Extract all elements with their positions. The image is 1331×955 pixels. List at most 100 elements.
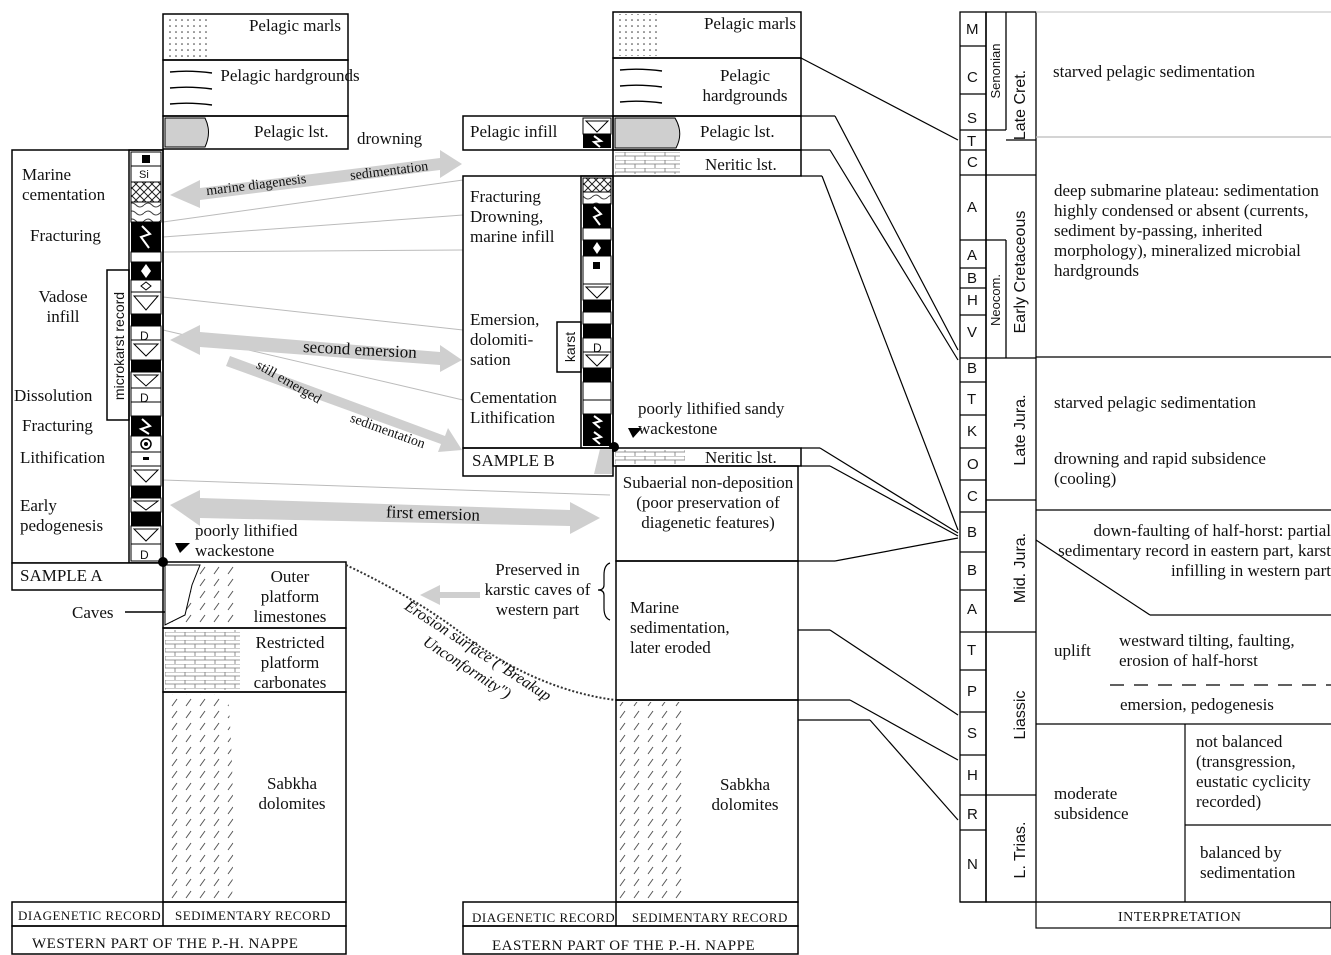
east-unit-pelagic-hardgrounds: Pelagic hardgrounds bbox=[702, 66, 788, 105]
west-diag-early-pedogenesis: Early pedogenesis bbox=[20, 496, 104, 535]
cave-fill bbox=[164, 564, 201, 626]
interp-not-balanced: not balanced (transgression, eustatic cy… bbox=[1196, 732, 1311, 811]
hardground-lines bbox=[169, 70, 213, 106]
stage-12: K bbox=[967, 423, 978, 440]
east-karst-label: karst bbox=[562, 331, 578, 363]
stage-19: P bbox=[967, 683, 978, 700]
east-d-label: D bbox=[593, 341, 602, 355]
interp-westward-tilting: westward tilting, faulting, erosion of h… bbox=[1119, 631, 1295, 670]
stage-5: A bbox=[967, 199, 978, 216]
east-diag-pelagic-infill: Pelagic infill bbox=[470, 122, 558, 141]
east-diagenetic-symbols bbox=[582, 117, 612, 446]
interp-uplift: uplift bbox=[1054, 641, 1091, 660]
east-unit-pelagic-marls: Pelagic marls bbox=[703, 14, 797, 33]
interp-emersion: emersion, pedogenesis bbox=[1120, 695, 1274, 714]
east-diag-emersion: Emersion, dolomiti-sation bbox=[470, 310, 540, 369]
west-unit-sabkha: Sabkha dolomites bbox=[258, 774, 326, 813]
east-unit-pelagic-lst: Pelagic lst. bbox=[700, 122, 775, 141]
erosion-line bbox=[345, 564, 616, 701]
interp-balanced: balanced by sedimentation bbox=[1200, 843, 1296, 882]
west-diag-fracturing-1: Fracturing bbox=[30, 226, 101, 245]
stage-10: B bbox=[967, 360, 978, 377]
epoch-neocom: Neocom. bbox=[988, 273, 1003, 327]
interp-starved-2: starved pelagic sedimentation bbox=[1054, 393, 1257, 412]
interp-starved-1: starved pelagic sedimentation bbox=[1053, 62, 1256, 81]
interp-drowning: drowning and rapid subsidence (cooling) bbox=[1054, 449, 1266, 488]
stage-6: A bbox=[967, 247, 978, 264]
pelagic-lst-fill-east bbox=[614, 117, 681, 149]
east-diag-cementation: Cementation Lithification bbox=[470, 388, 557, 427]
east-diag-fracturing-drowning: Fracturing Drowning, marine infill bbox=[470, 187, 555, 246]
west-d-label-1: D bbox=[140, 329, 149, 343]
stage-dividers bbox=[960, 45, 986, 831]
east-unit-subaerial: Subaerial non-deposition (poor preservat… bbox=[622, 473, 794, 532]
west-diagenetic-symbols bbox=[130, 151, 162, 562]
period-late-cret: Late Cret. bbox=[1012, 69, 1029, 141]
stage-21: H bbox=[967, 767, 978, 784]
west-unit-pelagic-hardgrounds: Pelagic hardgrounds bbox=[220, 66, 360, 85]
west-diag-fracturing-2: Fracturing bbox=[22, 416, 93, 435]
hardground-lines-east bbox=[619, 68, 663, 104]
west-caves-label: Caves bbox=[72, 603, 114, 622]
east-sample-label: SAMPLE B bbox=[472, 451, 555, 470]
east-sample-note: poorly lithified sandy wackestone bbox=[638, 399, 785, 438]
west-diag-lithification: Lithification bbox=[20, 448, 105, 467]
stage-23: N bbox=[967, 856, 978, 873]
stage-22: R bbox=[967, 806, 978, 823]
interp-footer: INTERPRETATION bbox=[1118, 910, 1242, 925]
west-diagenetic-record-header: DIAGENETIC RECORD bbox=[18, 908, 162, 923]
pattern-dots-east bbox=[615, 14, 660, 56]
stage-4: C bbox=[967, 154, 978, 171]
stage-15: B bbox=[967, 524, 978, 541]
east-sedimentary-record-header: SEDIMENTARY RECORD bbox=[632, 910, 788, 925]
interp-down-faulting: down-faulting of half-horst: partial sed… bbox=[1058, 521, 1331, 580]
stage-18: T bbox=[967, 642, 977, 659]
brace bbox=[597, 562, 611, 621]
interp-moderate-subsidence: moderate subsidence bbox=[1054, 784, 1129, 823]
sample-a-marker bbox=[11, 543, 190, 591]
sample-b-marker bbox=[594, 428, 642, 474]
period-mid-jura: Mid. Jura. bbox=[1012, 532, 1029, 604]
neritic-fill-lower bbox=[615, 450, 685, 464]
west-diag-marine-cementation: Marine cementation bbox=[22, 165, 106, 204]
west-microkarst-label: microkarst record bbox=[111, 291, 127, 401]
stage-20: S bbox=[967, 725, 978, 742]
west-d-label-2: D bbox=[140, 391, 149, 405]
period-early-cretaceous: Early Cretaceous bbox=[1012, 210, 1029, 334]
stage-1: C bbox=[967, 69, 978, 86]
period-late-jura: Late Jura. bbox=[1012, 394, 1029, 466]
restricted-fill bbox=[165, 630, 240, 690]
east-preserved-note: Preserved in karstic caves of western pa… bbox=[484, 560, 591, 619]
period-l-trias: L. Trias. bbox=[1012, 821, 1029, 879]
west-unit-outer-platform: Outer platform limestones bbox=[253, 567, 327, 626]
east-unit-neritic-lst-lower: Neritic lst. bbox=[705, 448, 777, 467]
west-unit-pelagic-marls: Pelagic marls bbox=[248, 16, 342, 35]
stage-7: B bbox=[967, 270, 978, 287]
epoch-senonian: Senonian bbox=[988, 43, 1003, 99]
east-unit-marine-sedimentation: Marine sedimentation, later eroded bbox=[630, 598, 730, 657]
stage-3: T bbox=[967, 133, 977, 150]
east-diagenetic-record-header: DIAGENETIC RECORD bbox=[472, 910, 616, 925]
interp-deep-plateau: deep submarine plateau: sedimentation hi… bbox=[1054, 181, 1319, 280]
correlation-lines bbox=[798, 57, 959, 821]
arrow-label-drowning: drowning bbox=[357, 129, 423, 148]
east-unit-sabkha: Sabkha dolomites bbox=[711, 775, 779, 814]
pattern-dots bbox=[165, 16, 210, 58]
west-si-label: Si bbox=[139, 169, 149, 181]
west-unit-pelagic-lst: Pelagic lst. bbox=[254, 122, 329, 141]
west-sample-note: poorly lithified wackestone bbox=[195, 521, 298, 560]
pelagic-lst-fill bbox=[164, 117, 209, 148]
west-diag-dissolution: Dissolution bbox=[14, 386, 93, 405]
stage-13: O bbox=[967, 456, 979, 473]
period-liassic: Liassic bbox=[1012, 690, 1029, 740]
neritic-fill bbox=[615, 152, 680, 174]
stage-8: H bbox=[967, 292, 978, 309]
stage-14: C bbox=[967, 488, 978, 505]
stage-11: T bbox=[967, 391, 977, 408]
west-unit-restricted-platform: Restricted platform carbonates bbox=[253, 633, 327, 692]
arrows-group bbox=[170, 150, 600, 605]
east-footer: EASTERN PART OF THE P.-H. NAPPE bbox=[492, 938, 756, 954]
stage-17: A bbox=[967, 601, 978, 618]
